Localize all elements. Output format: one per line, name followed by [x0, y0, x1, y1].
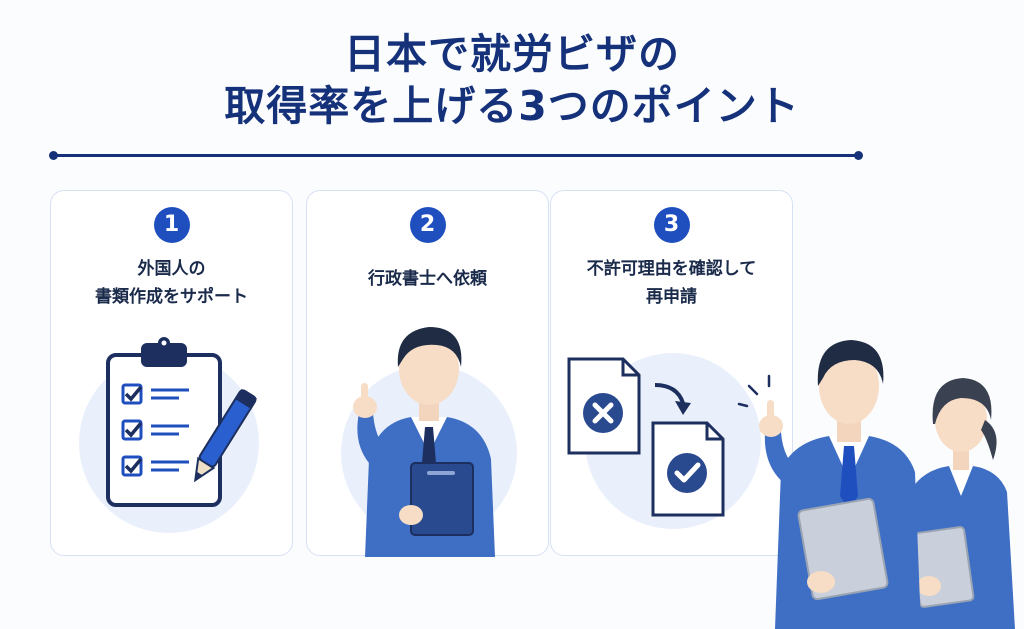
businessman-pointing-icon — [341, 327, 517, 557]
page-title: 日本で就労ビザの 取得率を上げる3つのポイント — [0, 28, 1024, 132]
point-card-1: 1 外国人の 書類作成をサポート — [50, 190, 293, 556]
point-card-3: 3 不許可理由を確認して 再申請 — [550, 190, 793, 556]
reject-then-approve-document-icon — [567, 353, 761, 529]
point-card-title: 外国人の 書類作成をサポート — [51, 255, 292, 311]
divider-dot-right — [854, 151, 863, 160]
title-line-1: 日本で就労ビザの — [344, 30, 680, 78]
point-card-title-line: 外国人の — [137, 259, 206, 279]
point-card-title: 行政書士へ依頼 — [307, 265, 548, 293]
title-divider — [49, 151, 863, 160]
point-number-badge: 1 — [153, 207, 190, 243]
point-card-title-line: 行政書士へ依頼 — [368, 269, 487, 289]
business-people-illustration — [737, 340, 1015, 629]
point-number-badge: 2 — [409, 207, 446, 243]
point-card-title-line: 再申請 — [646, 287, 697, 307]
point-card-title: 不許可理由を確認して 再申請 — [551, 255, 792, 311]
businessman-figure — [737, 340, 921, 629]
point-card-2: 2 行政書士へ依頼 — [306, 190, 549, 557]
title-line-2: 取得率を上げる3つのポイント — [224, 82, 800, 130]
businesswoman-figure — [905, 378, 1015, 629]
point-card-title-line: 書類作成をサポート — [95, 287, 248, 307]
point-card-title-line: 不許可理由を確認して — [586, 259, 757, 279]
point-number-badge: 3 — [653, 207, 690, 243]
divider-dot-left — [49, 151, 58, 160]
clipboard-checklist-pen-icon — [79, 337, 259, 533]
